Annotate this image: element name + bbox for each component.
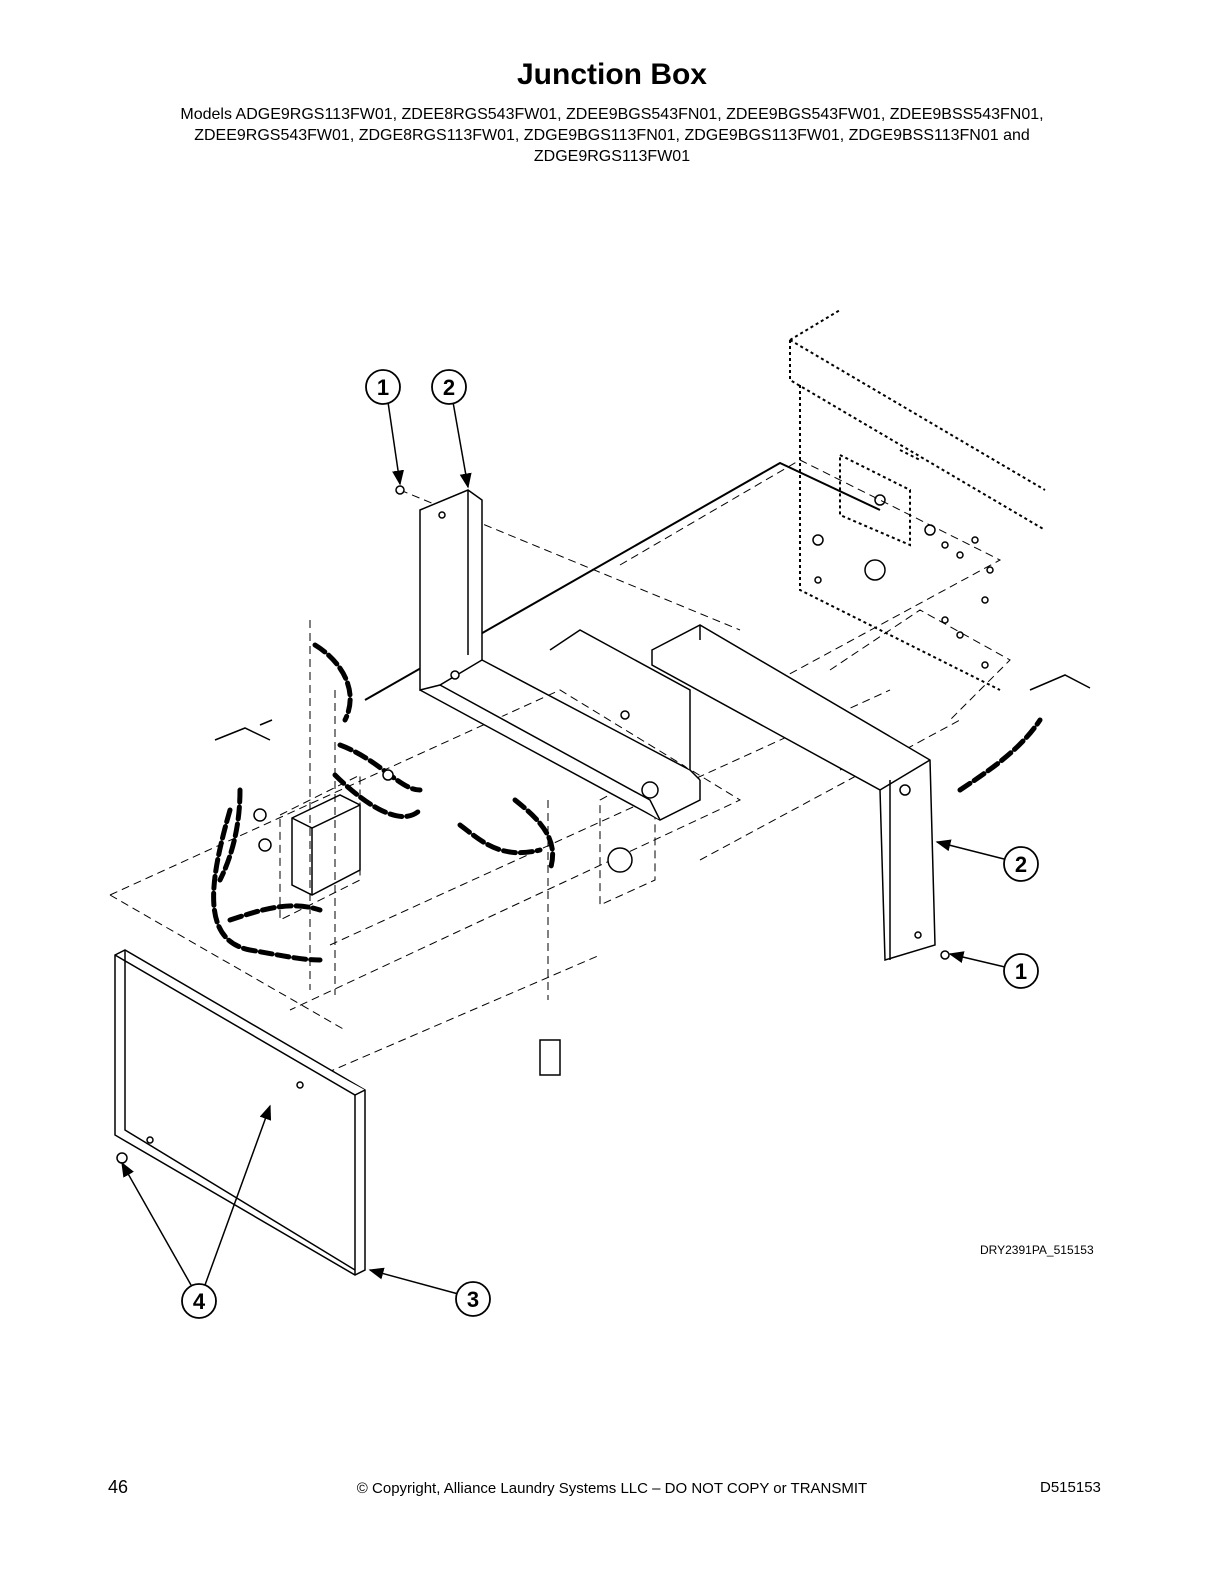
- callout-leaders: [121, 401, 1006, 1296]
- svg-text:1: 1: [377, 375, 389, 400]
- svg-text:4: 4: [193, 1289, 206, 1314]
- copyright-notice: © Copyright, Alliance Laundry Systems LL…: [356, 1480, 868, 1497]
- models-line-1: Models ADGE9RGS113FW01, ZDEE8RGS543FW01,…: [180, 106, 1044, 123]
- callout-2-right: 2: [1003, 846, 1039, 882]
- svg-text:1: 1: [1015, 959, 1027, 984]
- terminal-block: [291, 794, 361, 896]
- ground-wire: [364, 461, 881, 701]
- page-number: 46: [108, 1477, 129, 1497]
- document-number: D515153: [1040, 1479, 1101, 1496]
- cover-panel: [114, 949, 366, 1276]
- cabinet-holes: [812, 494, 994, 669]
- dryer-cabinet-outline: [789, 309, 1046, 691]
- page-title: Junction Box: [516, 58, 707, 91]
- svg-text:2: 2: [1015, 852, 1027, 877]
- callout-3: 3: [455, 1281, 491, 1317]
- right-bracket: [651, 624, 936, 961]
- left-bracket: [419, 489, 701, 821]
- models-list: Models ADGE9RGS113FW01, ZDEE8RGS543FW01,…: [100, 104, 1124, 167]
- callout-1-right: 1: [1003, 953, 1039, 989]
- wire-harness: [211, 642, 1043, 963]
- models-line-3: ZDGE9RGS113FW01: [533, 148, 691, 165]
- drawing-id: DRY2391PA_515153: [980, 1243, 1094, 1257]
- models-line-2: ZDEE9RGS543FW01, ZDGE8RGS113FW01, ZDGE9B…: [194, 127, 1030, 144]
- callout-2-top: 2: [431, 369, 467, 405]
- callout-1-top: 1: [365, 369, 401, 405]
- callout-4: 4: [181, 1283, 217, 1319]
- svg-text:2: 2: [443, 375, 455, 400]
- svg-text:3: 3: [467, 1287, 479, 1312]
